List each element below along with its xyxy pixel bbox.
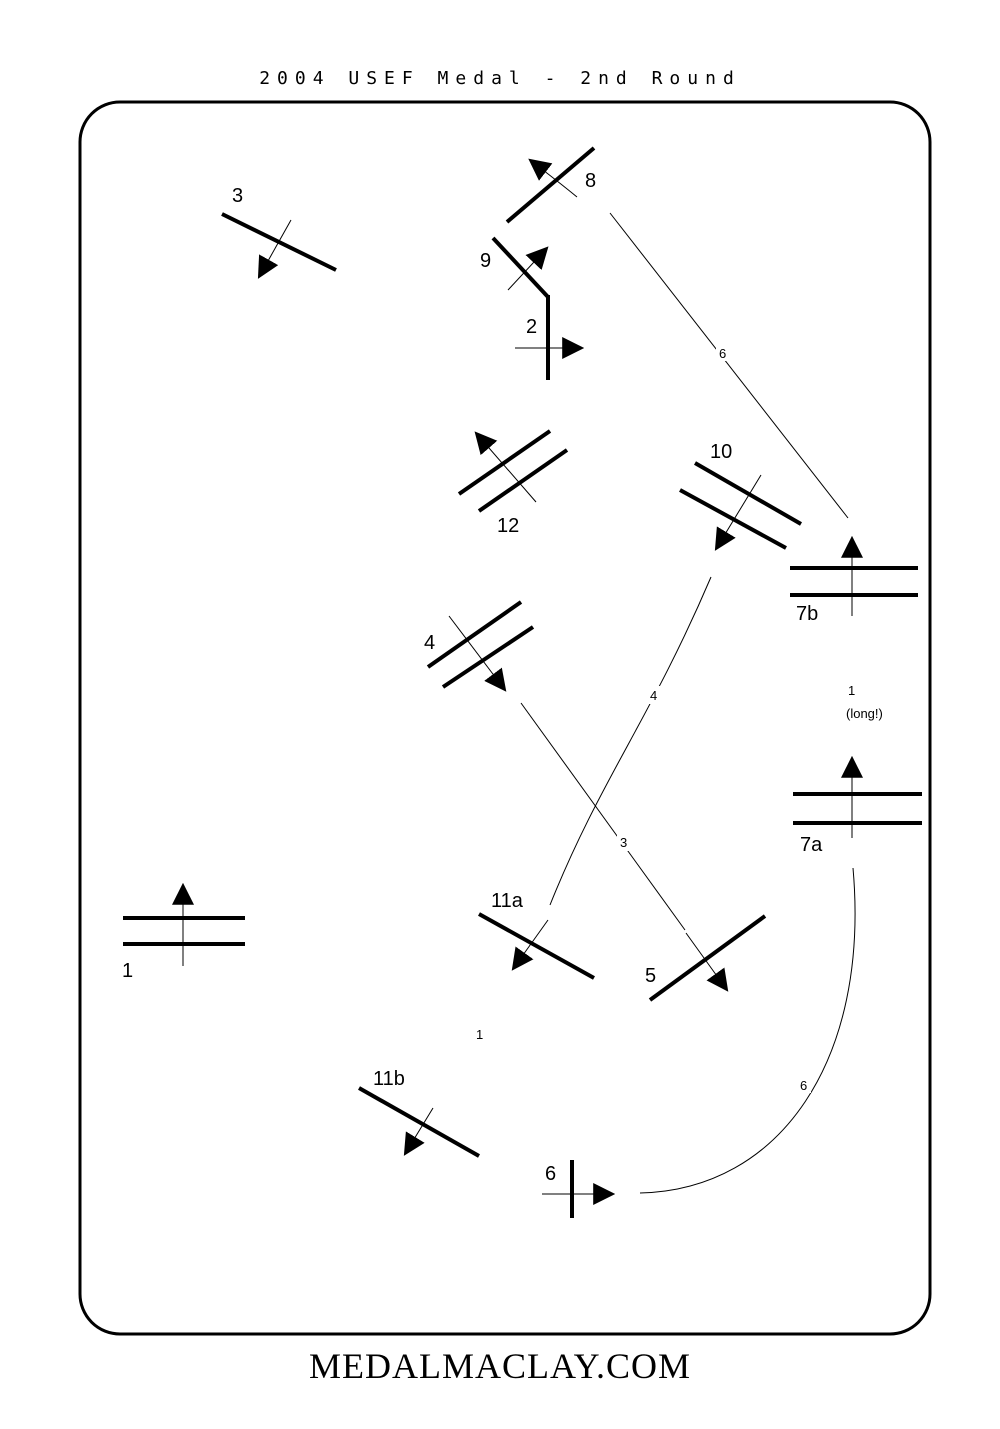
- fence-11a-label: 11a: [491, 890, 524, 912]
- fence-11b-label: 11b: [373, 1068, 405, 1090]
- stride-6-7a: 6: [800, 1078, 807, 1093]
- fence-10-label: 10: [710, 441, 732, 463]
- fence-4: 4: [424, 600, 535, 692]
- fence-5: 5: [645, 914, 767, 1002]
- fence-11b: 11b: [358, 1068, 480, 1158]
- fence-9-label: 9: [480, 250, 491, 272]
- fence-7b-label: 7b: [796, 603, 818, 625]
- path-8-to-7b: [609, 212, 849, 519]
- path-4-to-5: [520, 702, 686, 931]
- fence-3: 3: [221, 185, 337, 279]
- arena-border: [78, 100, 932, 1336]
- stride-7a-7b-note: (long!): [846, 706, 883, 721]
- fence-6: 6: [542, 1160, 616, 1218]
- fence-1-label: 1: [122, 960, 133, 982]
- course-title: 2004 USEF Medal - 2nd Round: [259, 68, 741, 89]
- fence-12-label: 12: [497, 515, 519, 537]
- site-footer: MEDALMACLAY.COM: [308, 1346, 692, 1386]
- stride-11a-11b: 1: [476, 1027, 483, 1042]
- fence-5-label: 5: [645, 965, 656, 987]
- fence-8: 8: [505, 146, 596, 224]
- fence-7a-label: 7a: [800, 834, 823, 856]
- fence-2-label: 2: [526, 316, 537, 338]
- fence-8-label: 8: [585, 170, 596, 192]
- fence-6-label: 6: [545, 1163, 556, 1185]
- stride-4-5: 3: [620, 835, 627, 850]
- fence-3-label: 3: [232, 185, 243, 207]
- stride-10-11a: 4: [650, 688, 657, 703]
- fence-10: 10: [679, 441, 802, 551]
- stride-8-7b: 6: [719, 346, 726, 361]
- path-10-to-11a: [549, 576, 712, 906]
- stride-7a-7b: 1: [848, 683, 855, 698]
- path-6-to-7a: [639, 867, 856, 1194]
- fence-12: 12: [457, 429, 569, 537]
- fence-1: 1: [122, 882, 245, 982]
- fence-11a: 11a: [478, 890, 595, 980]
- fence-4-label: 4: [424, 632, 435, 654]
- fence-7a: 7a: [793, 755, 922, 856]
- fence-2: 2: [515, 295, 585, 380]
- fence-9: 9: [480, 236, 550, 299]
- fence-7b: 7b: [790, 535, 918, 625]
